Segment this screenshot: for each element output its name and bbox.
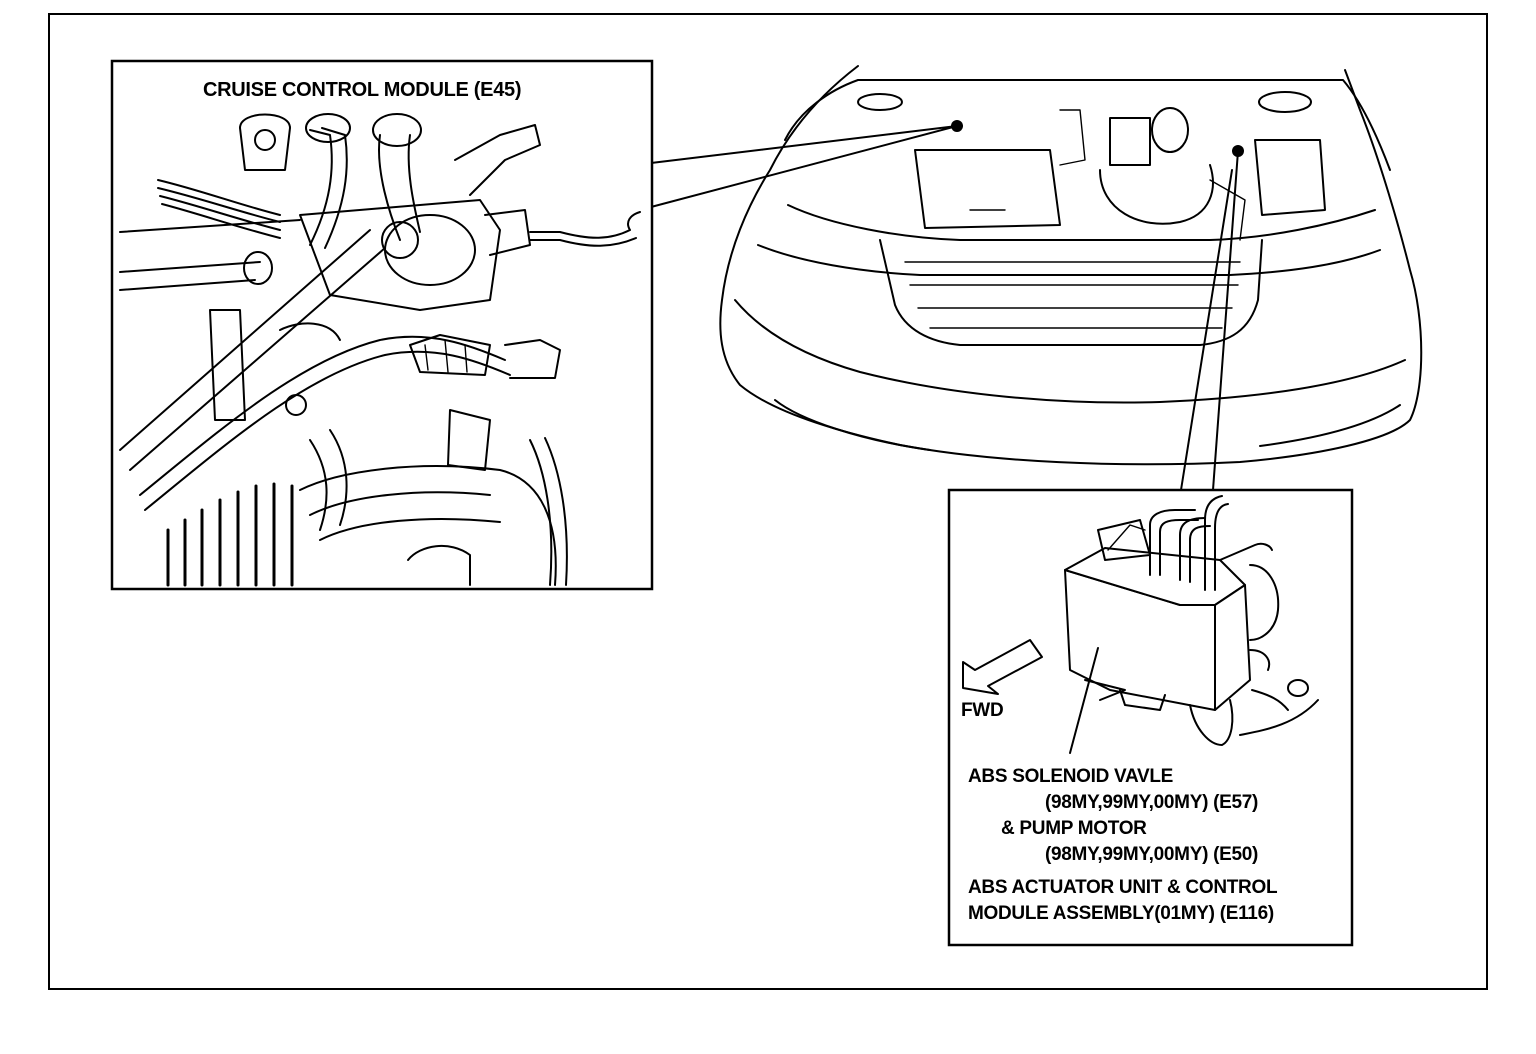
cruise-control-inset: [110, 59, 654, 591]
abs-label-line-1: ABS SOLENOID VAVLE: [968, 766, 1173, 787]
cruise-control-module-label: CRUISE CONTROL MODULE (E45): [203, 79, 521, 101]
abs-label-line-2: (98MY,99MY,00MY) (E57): [1045, 792, 1258, 813]
abs-label-line-6: MODULE ASSEMBLY(01MY) (E116): [968, 903, 1274, 924]
leader-lines: [650, 125, 1239, 491]
fwd-label: FWD: [961, 700, 1003, 721]
abs-label-line-4: (98MY,99MY,00MY) (E50): [1045, 844, 1258, 865]
abs-label-line-5: ABS ACTUATOR UNIT & CONTROL: [968, 877, 1278, 898]
vehicle-front-illustration: [719, 65, 1423, 466]
outer-frame: [48, 13, 1488, 990]
fwd-arrow: [962, 639, 1043, 695]
abs-label-line-3: & PUMP MOTOR: [1001, 818, 1147, 839]
abs-inset: [947, 488, 1354, 947]
